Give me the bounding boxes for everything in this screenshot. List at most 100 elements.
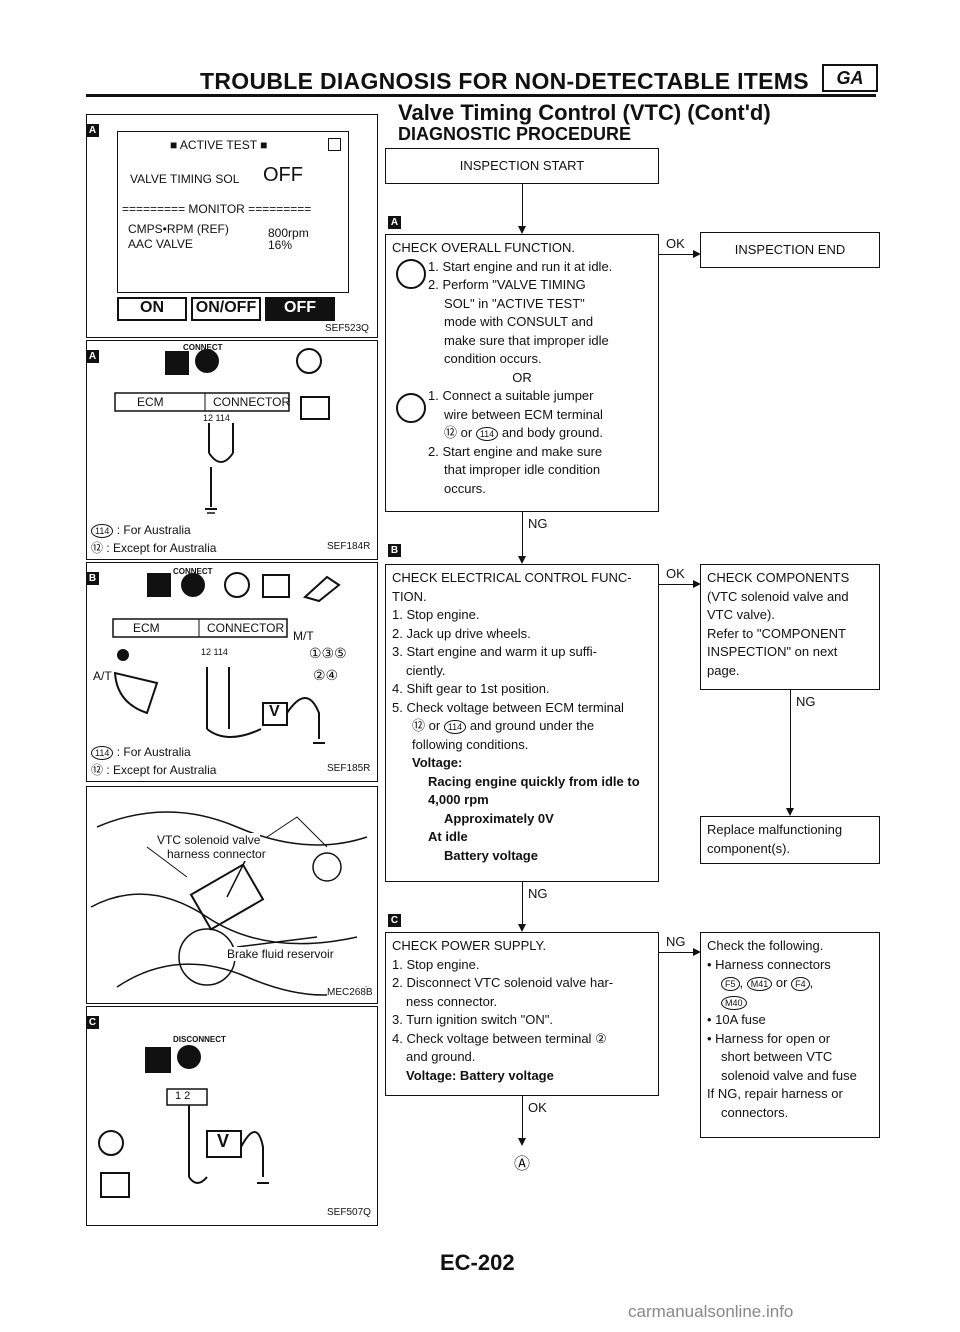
replace-box: Replace malfunctioning component(s). [700,816,880,864]
figure-code: SEF523Q [325,323,369,334]
off-button: OFF [265,297,335,321]
vtc-valve-label: VTC solenoid valve [157,833,261,847]
active-test-title: ■ ACTIVE TEST ■ [170,138,268,152]
consult-screen: ■ ACTIVE TEST ■ VALVE TIMING SOL OFF ===… [117,131,349,293]
inspection-end-box: INSPECTION END [700,232,880,268]
ignition-on-icon [224,572,250,598]
figure-code: SEF185R [327,763,371,774]
terminal-114-icon: 114 [91,524,114,538]
ok-label: OK [528,1100,547,1115]
marker-b: B [388,544,401,557]
flow-arrow [693,580,701,588]
terminal-2-icon: ② [595,1030,607,1046]
terminal-12-icon: ⑫ [412,718,426,733]
ga-badge: GA [822,64,878,92]
consult-figure: ■ ACTIVE TEST ■ VALVE TIMING SOL OFF ===… [86,114,378,338]
connector-m40-icon: M40 [721,995,747,1010]
terminal-12-icon: ⑫ [444,425,458,440]
voltmeter-label: V [269,703,280,720]
note-except-australia: ⑫ : Except for Australia [91,541,217,555]
check-electrical-box: CHECK ELECTRICAL CONTROL FUNC- TION. 1. … [385,564,659,882]
wheel-icon [302,575,341,603]
flow-line [659,254,693,255]
terminal-114-icon: 114 [91,746,114,760]
jumper-diagram [114,348,330,514]
connector-label: CONNECTOR [207,621,285,635]
section-subtitle: Valve Timing Control (VTC) (Cont'd) [398,100,771,125]
flow-line [522,184,523,226]
ok-label: OK [666,566,685,581]
ecm-icon [145,1047,171,1073]
ng-label: NG [528,886,548,901]
flow-arrow [518,556,526,564]
consult-icon [396,259,426,289]
marker-c: C [388,914,401,927]
connect-label: CONNECT [183,343,223,352]
check-following-box: Check the following. • Harness connector… [700,932,880,1138]
connector-label: CONNECTOR [213,395,291,409]
figure-code: MEC268B [327,987,373,998]
checkbox-icon [328,138,341,151]
brake-reservoir-label: Brake fluid reservoir [227,947,334,961]
pin-numbers: 1 2 [175,1090,191,1102]
flow-line [659,952,693,953]
disconnect-figure: DISCONNECT 1 2 V SEF507Q [86,1006,378,1226]
flow-line [522,512,523,556]
monitor-label: ========= MONITOR ========= [122,202,312,216]
marker-b: B [86,572,99,585]
shift-lever-icon [113,671,159,715]
note-australia: 114 : For Australia [91,745,191,760]
figure-code: SEF184R [327,541,371,552]
vtc-sol-value: OFF [263,164,303,186]
mt-label: M/T [293,629,314,643]
disconnect-diagram [98,1045,269,1198]
pin-numbers: 12 114 [203,413,230,423]
ignition-on-icon [98,1130,124,1156]
gear-pattern-top: ①③⑤ [309,645,347,661]
voltmeter-icon [206,1130,242,1158]
terminal-114-icon: 114 [443,720,467,734]
ecm-label: ECM [133,621,160,635]
marker-a: A [388,216,401,229]
voltage-diagram [112,572,341,744]
flow-line [522,882,523,926]
voltmeter-label: V [217,1131,230,1151]
note-australia: 114 : For Australia [91,523,191,538]
step-1-icon [117,649,129,661]
connector-f5-icon: F5 [721,977,740,991]
note-except-australia: ⑫ : Except for Australia [91,763,217,777]
header-rule [86,94,876,97]
inspection-start-box: INSPECTION START [385,148,659,184]
connect-label: CONNECT [173,567,213,576]
ignition-on-icon [296,348,322,374]
ecm-icon [147,573,171,597]
terminal-114-icon: 114 [475,427,499,441]
terminal-12-icon: ⑫ [91,541,104,555]
connect-icon [195,349,219,373]
ng-label: NG [796,694,816,709]
check-components-box: CHECK COMPONENTS (VTC solenoid valve and… [700,564,880,690]
flow-line [522,1096,523,1140]
voltmeter-icon [262,702,288,726]
cmps-value: 800rpm [268,226,309,240]
page-header: TROUBLE DIAGNOSIS FOR NON-DETECTABLE ITE… [200,68,809,94]
check-overall-box: CHECK OVERALL FUNCTION. 1. Start engine … [385,234,659,512]
aac-value: 16% [268,238,293,252]
connector-f4-icon: F4 [791,977,810,991]
cmps-label: CMPS•RPM (REF) [128,222,229,236]
terminal-12-icon: ⑫ [91,763,104,777]
on-button: ON [117,297,187,321]
flow-arrow [693,948,701,956]
ng-label: NG [528,516,548,531]
goto-a-marker: Ⓐ [514,1156,531,1173]
gear-pattern-bottom: ②④ [313,667,339,683]
tool-icon [396,393,426,423]
engine-icon [262,574,290,598]
at-label: A/T [93,669,112,683]
ng-label: NG [666,934,686,949]
vtc-sol-label: VALVE TIMING SOL [130,172,240,186]
flow-arrow [693,250,701,258]
engine-icon [300,396,330,420]
page-number: EC-202 [440,1250,515,1275]
or-divider: OR [512,369,532,385]
